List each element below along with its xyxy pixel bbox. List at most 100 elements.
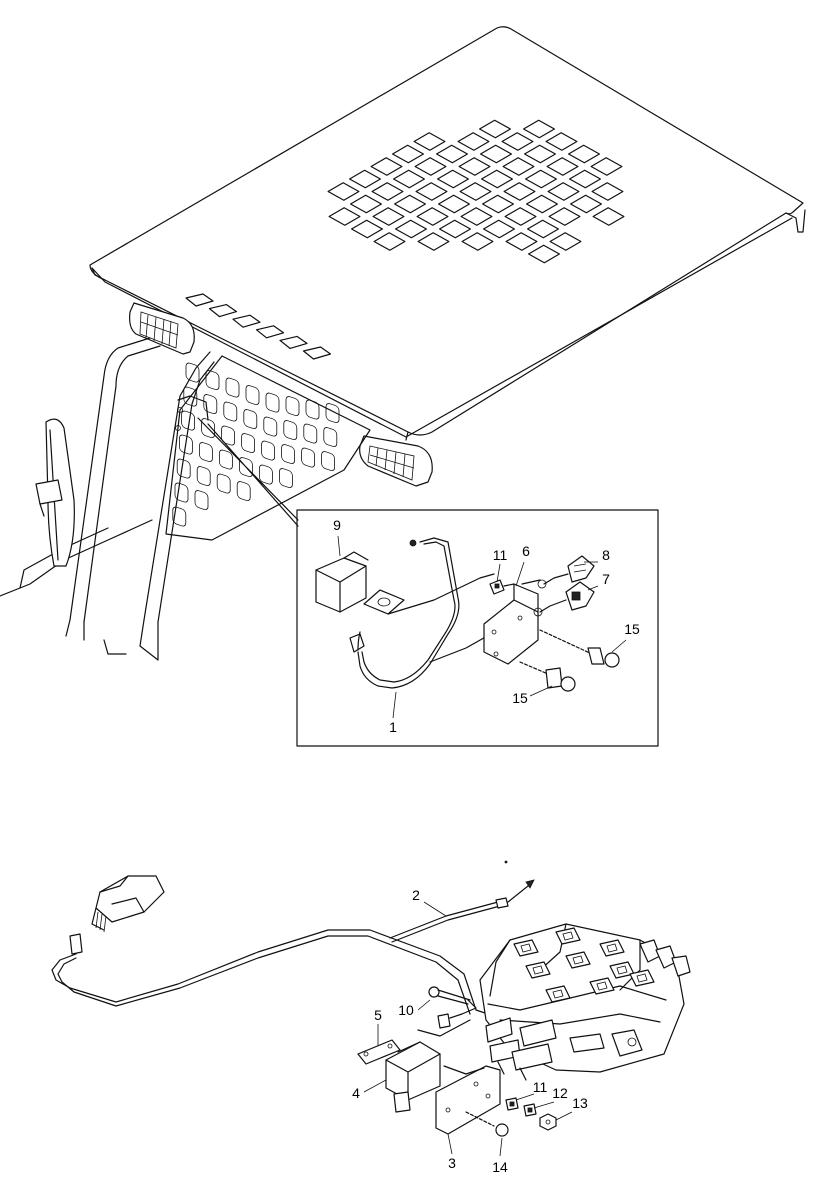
- valve-port: [565, 951, 591, 969]
- switch-part-4: [385, 1019, 471, 1113]
- mesh-cell: [221, 425, 236, 446]
- callout-12: 12: [552, 1085, 568, 1101]
- right-work-light: [359, 435, 433, 487]
- mesh-cell: [305, 399, 320, 420]
- nut-part-13: [539, 1113, 557, 1131]
- mesh-cell: [245, 385, 260, 406]
- joystick-handle: [51, 875, 489, 1015]
- roof-window-cell: [524, 144, 556, 164]
- roof-window-cell: [461, 232, 494, 251]
- mesh-cell: [281, 444, 296, 465]
- roof-window-cell: [327, 182, 360, 201]
- switch-part-8: [537, 555, 595, 589]
- plate-part-5: [357, 1039, 401, 1065]
- vent-slot: [232, 314, 261, 328]
- side-mirror: [35, 418, 75, 567]
- washer-part-12: [523, 1103, 537, 1117]
- roof-window-cell: [328, 207, 361, 226]
- cab-frame: [0, 337, 215, 661]
- detail-leader: [197, 417, 299, 527]
- callout-8: 8: [602, 547, 610, 563]
- mesh-cell: [218, 449, 233, 470]
- mesh-cell: [325, 403, 340, 424]
- roof-window-cell: [523, 119, 555, 139]
- valve-port: [589, 977, 615, 995]
- mesh-cell: [261, 440, 276, 461]
- roof-window-cell: [438, 194, 470, 214]
- roof-window-cell: [415, 182, 448, 201]
- roof-window-cell: [372, 207, 405, 226]
- roof-window-cell: [483, 219, 515, 239]
- roof-window-cell: [568, 144, 600, 164]
- mesh-cell: [194, 490, 209, 511]
- roof-window-cell: [569, 169, 601, 189]
- valve-port: [545, 985, 571, 1003]
- mesh-cell: [176, 458, 191, 479]
- valve-spools: [485, 1017, 557, 1081]
- roof-window-cell: [528, 244, 560, 264]
- vent-slot: [279, 335, 308, 349]
- mesh-cell: [238, 457, 253, 478]
- control-box-part-9: [315, 551, 369, 613]
- front-vent-slots: [185, 293, 332, 360]
- roof-window-cell: [526, 194, 558, 214]
- detail-callouts: 9 11 6 8 7 15 15 1: [333, 517, 640, 735]
- roof-window-cell: [395, 219, 427, 239]
- roof-window-cell: [504, 207, 537, 226]
- roof-window-cell: [414, 157, 447, 176]
- roof-window-cell: [549, 232, 582, 251]
- mesh-cell: [201, 418, 216, 439]
- bracket-part-3: [435, 1065, 501, 1135]
- roof-window-cell: [459, 182, 492, 201]
- callout-11-detail: 11: [493, 547, 508, 563]
- bracket-part-6: [483, 583, 539, 665]
- roof-window-cell: [527, 219, 559, 239]
- roof-window-cell: [546, 157, 579, 176]
- valve-port-inner: [532, 965, 544, 975]
- valve-port-inner: [636, 973, 648, 983]
- mesh-cell: [185, 362, 200, 383]
- callout-6: 6: [522, 543, 530, 559]
- valve-ports: [513, 927, 655, 1003]
- mesh-cell: [301, 447, 316, 468]
- callout-13: 13: [572, 1095, 588, 1111]
- screw-part-15-left: [519, 661, 576, 692]
- left-work-light: [129, 302, 195, 355]
- mesh-cell: [265, 392, 280, 413]
- roof-window-cell: [437, 169, 469, 189]
- roof-window-cell: [458, 157, 491, 176]
- roof-window-cell: [349, 169, 381, 189]
- switch-wire: [521, 579, 541, 585]
- valve-port: [629, 969, 655, 987]
- mesh-cell: [243, 409, 258, 430]
- box-cable: [387, 573, 495, 615]
- roof-window-cell: [590, 157, 623, 176]
- mesh-cell: [203, 394, 218, 415]
- rear-mesh-screen: [165, 355, 371, 541]
- detail-box: [296, 509, 659, 747]
- roof-window-cell: [501, 132, 534, 151]
- callout-10: 10: [398, 1002, 414, 1018]
- bolt-part-10: [428, 986, 477, 1029]
- mesh-cell: [223, 401, 238, 422]
- roof-window-cell: [439, 219, 471, 239]
- mesh-cell: [216, 473, 231, 494]
- mesh-cell: [236, 481, 251, 502]
- mesh-cell: [321, 451, 336, 472]
- roof-window-cell: [548, 207, 581, 226]
- roof-window-cell: [502, 157, 535, 176]
- mesh-cell: [241, 433, 256, 454]
- mesh-cell: [181, 410, 196, 431]
- clip-part-11-top: [489, 579, 505, 595]
- roof-window-cell: [482, 194, 514, 214]
- callout-15-right: 15: [624, 621, 640, 637]
- mesh-cell: [174, 482, 189, 503]
- callout-2: 2: [412, 887, 420, 903]
- roof-window-cell: [350, 194, 382, 214]
- valve-port: [525, 961, 551, 979]
- mesh-cell: [303, 423, 318, 444]
- roof-window-cell: [570, 194, 602, 214]
- roof-window-cell: [480, 144, 512, 164]
- roof-window-cell: [392, 144, 424, 164]
- roof-window-cell: [505, 232, 538, 251]
